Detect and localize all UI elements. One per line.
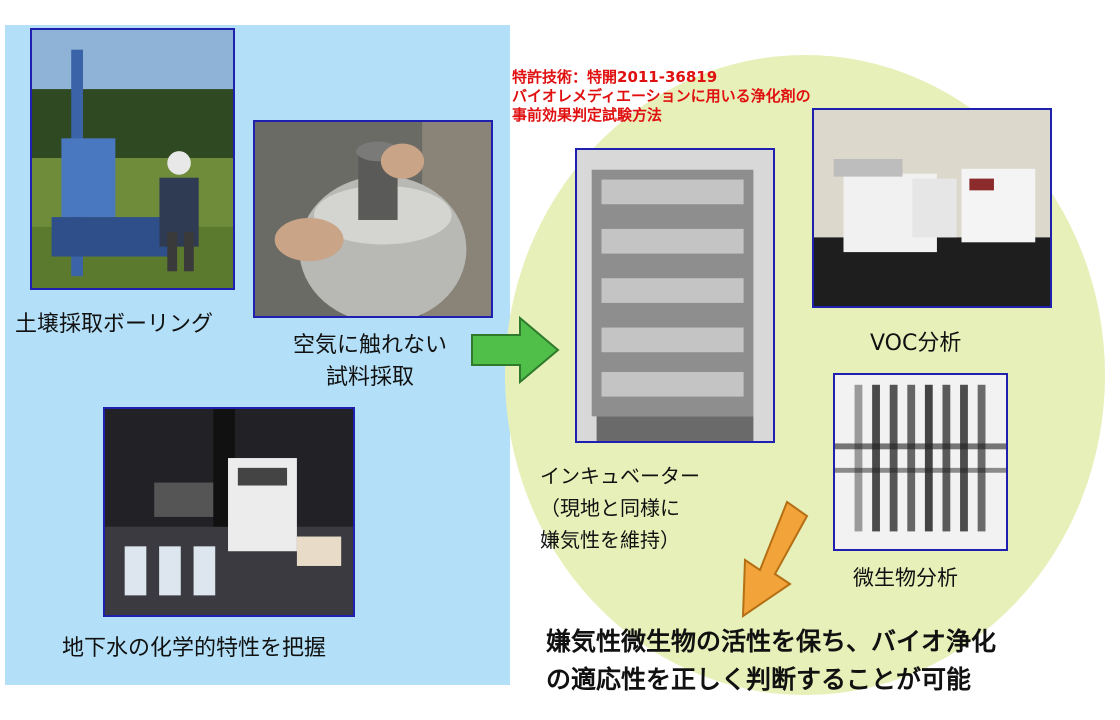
patent-text: 特許技術：特開2011-36819 バイオレメディエーションに用いる浄化剤の 事… xyxy=(512,68,811,125)
incubator-note-line2: 嫌気性を維持） xyxy=(540,528,680,552)
groundwater-meters-photo xyxy=(103,407,355,617)
conclusion-text: 嫌気性微生物の活性を保ち、バイオ浄化 の適応性を正しく判断することが可能 xyxy=(546,623,996,699)
microbe-gel-photo xyxy=(833,373,1008,551)
sampling-label-line1: 空気に触れない xyxy=(292,333,447,358)
boring-rig-photo xyxy=(30,28,235,290)
incubator-photo xyxy=(575,148,775,443)
sampling-label-line2: 試料採取 xyxy=(325,365,414,390)
incubator-note: （現地と同様に 嫌気性を維持） xyxy=(540,492,680,556)
patent-line2: バイオレメディエーションに用いる浄化剤の xyxy=(512,87,811,105)
green-right-arrow-icon xyxy=(471,315,560,385)
patent-line3: 事前効果判定試験方法 xyxy=(512,106,663,124)
conclusion-line2: の適応性を正しく判断することが可能 xyxy=(546,665,972,694)
incubator-label: インキュベーター xyxy=(540,464,700,488)
incubator-note-line1: （現地と同様に xyxy=(540,496,680,520)
microbe-label: 微生物分析 xyxy=(853,566,958,590)
voc-analyzer-photo xyxy=(812,108,1052,308)
conclusion-line1: 嫌気性微生物の活性を保ち、バイオ浄化 xyxy=(546,627,997,656)
boring-label: 土壌採取ボーリング xyxy=(15,312,214,337)
orange-down-left-arrow-icon xyxy=(741,500,809,618)
patent-line1: 特許技術：特開2011-36819 xyxy=(512,68,718,86)
groundwater-label: 地下水の化学的特性を把握 xyxy=(62,636,327,661)
sampling-label: 空気に触れない 試料採取 xyxy=(270,330,470,394)
voc-label: VOC分析 xyxy=(870,331,962,356)
sampling-photo xyxy=(253,120,493,318)
